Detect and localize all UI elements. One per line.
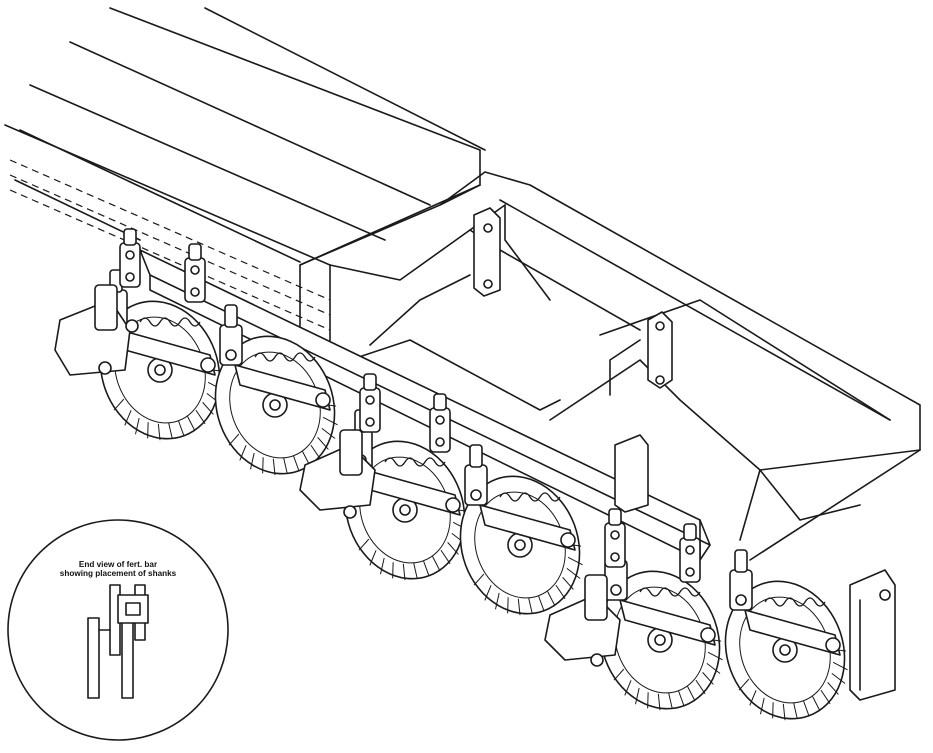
hopper-right <box>549 299 921 541</box>
right-shank-body <box>544 574 621 667</box>
left-shank-body <box>54 284 139 376</box>
inset-caption-line2: showing placement of shanks <box>60 569 177 578</box>
inset-end-view: End view of fert. bar showing placement … <box>7 519 229 741</box>
inset-shank-left <box>87 617 100 699</box>
end-bracket <box>849 569 896 701</box>
mount-plate-1 <box>473 207 501 297</box>
inset-shank-right <box>121 617 134 699</box>
inset-caption-line1: End view of fert. bar <box>79 560 158 569</box>
coulter-assembly-6 <box>705 549 865 737</box>
mount-plate-2 <box>647 311 673 389</box>
beam-group <box>4 7 486 353</box>
mid-shank-body <box>299 429 376 519</box>
inset-bar-inner <box>125 602 141 616</box>
mid-bracket <box>614 434 649 513</box>
tool-bar <box>139 249 711 561</box>
